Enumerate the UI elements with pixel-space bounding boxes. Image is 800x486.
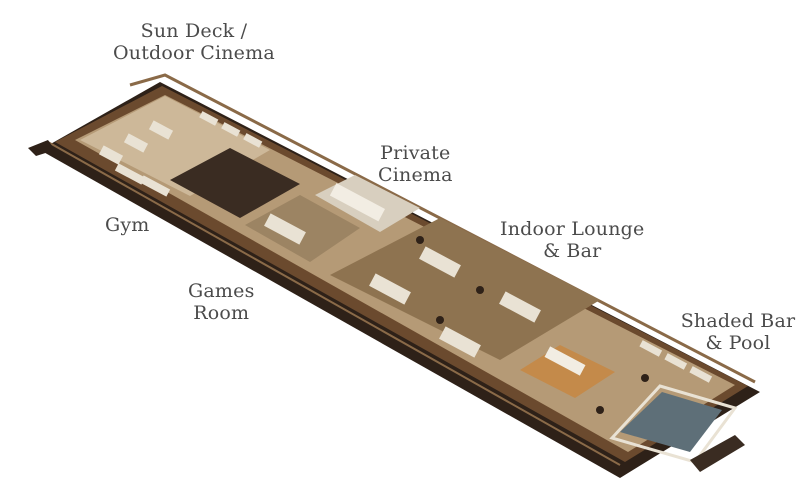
sofa: [148, 120, 174, 140]
label-indoor-lounge-line1: Indoor Lounge: [500, 218, 645, 240]
bow-tip: [28, 140, 55, 156]
gym-area: [170, 148, 300, 218]
table: [476, 286, 484, 294]
label-indoor-lounge-line2: & Bar: [543, 240, 602, 262]
table: [436, 316, 444, 324]
label-shaded-bar: Shaded Bar & Pool: [676, 310, 800, 354]
lounger: [114, 163, 146, 185]
pool-water: [620, 392, 722, 452]
sofa: [329, 183, 386, 222]
lounger: [664, 353, 688, 370]
games-room-area: [245, 195, 360, 262]
label-private-cinema-line2: Cinema: [378, 164, 453, 186]
sofa: [499, 291, 541, 323]
stern-platform: [690, 435, 745, 472]
lounger: [689, 366, 713, 383]
label-shaded-bar-line1: Shaded Bar: [680, 310, 796, 332]
sofa: [439, 326, 481, 358]
lounger: [243, 133, 263, 148]
label-indoor-lounge: Indoor Lounge & Bar: [500, 218, 644, 262]
label-sun-deck: Sun Deck / Outdoor Cinema: [113, 20, 275, 64]
label-games-room: Games Room: [188, 280, 255, 324]
table: [416, 236, 424, 244]
label-games-room-line2: Room: [193, 302, 250, 324]
label-gym-line1: Gym: [105, 214, 150, 236]
railing-front: [47, 141, 621, 466]
indoor-lounge-area: [330, 218, 600, 360]
label-sun-deck-line1: Sun Deck /: [140, 20, 248, 42]
label-sun-deck-line2: Outdoor Cinema: [113, 42, 275, 64]
label-private-cinema: Private Cinema: [378, 142, 453, 186]
sofa: [123, 133, 149, 153]
label-shaded-bar-line2: & Pool: [705, 332, 771, 354]
table: [596, 406, 604, 414]
lounger: [639, 340, 663, 357]
lounger: [199, 111, 219, 126]
table: [641, 374, 649, 382]
label-private-cinema-line1: Private: [380, 142, 451, 164]
lounger: [139, 175, 171, 197]
label-games-room-line1: Games: [188, 280, 255, 302]
sofa: [264, 213, 306, 245]
sofa: [419, 246, 461, 278]
sofa: [544, 346, 586, 376]
label-gym: Gym: [105, 214, 150, 236]
sofa: [98, 145, 124, 165]
pool-deck: [609, 384, 738, 464]
bar-counter: [520, 345, 615, 398]
sofa: [369, 273, 411, 305]
lounger: [221, 122, 241, 137]
